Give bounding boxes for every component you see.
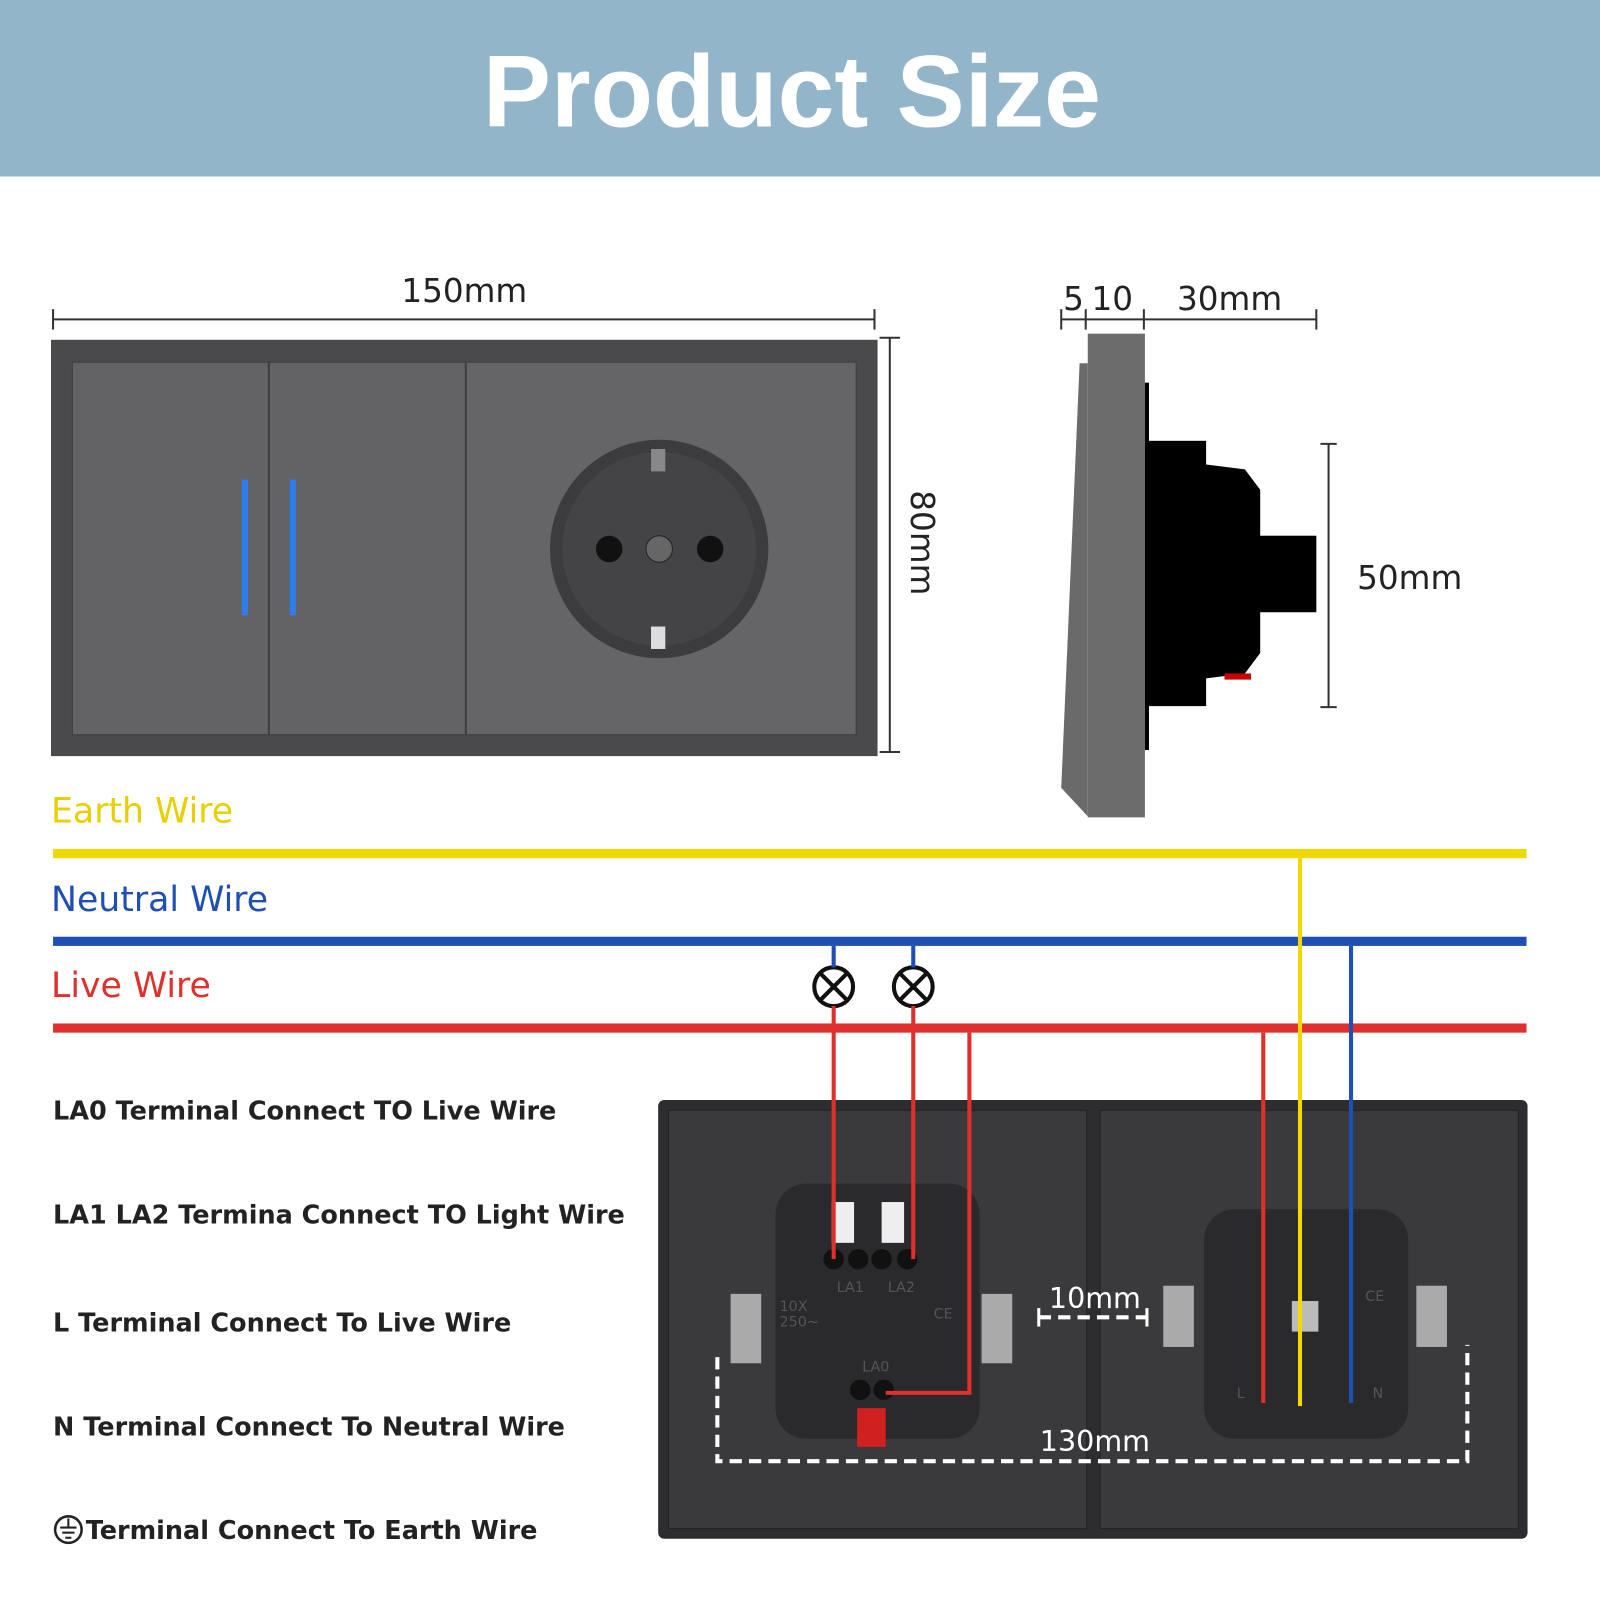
ce-marking: CE (934, 1306, 953, 1322)
n-marking: N (1372, 1386, 1383, 1402)
header-banner (0, 0, 1600, 177)
note-n: N Terminal Connect To Neutral Wire (53, 1413, 565, 1443)
voltage-marking: 250~ (780, 1315, 819, 1331)
note-la1-la2: LA1 LA2 Termina Connect TO Light Wire (53, 1200, 625, 1230)
mount-screw (730, 1293, 762, 1364)
switch-rocker-1 (71, 361, 269, 736)
height-dimension: 80mm (903, 490, 941, 595)
neutral-wire-label: Neutral Wire (51, 880, 268, 920)
span-dimension: 130mm (715, 1344, 1470, 1464)
neutral-wire (53, 936, 1527, 946)
note-earth: Terminal Connect To Earth Wire (86, 1516, 538, 1546)
led-indicator-2 (289, 479, 296, 616)
connection-wires (831, 858, 1354, 1407)
width-dimension: 150mm (401, 272, 527, 310)
earth-wire-label: Earth Wire (51, 791, 233, 831)
switch-rocker-2 (268, 361, 466, 736)
plate-thickness-label: 5 (1063, 280, 1084, 318)
la1-marking: LA1 (837, 1280, 864, 1296)
earth-symbol-icon (53, 1515, 83, 1545)
span-label: 130mm (1040, 1424, 1150, 1458)
lamp-icon (812, 965, 856, 1009)
la0-marking: LA0 (862, 1359, 889, 1375)
l-marking: L (1237, 1386, 1245, 1402)
body-height-label: 50mm (1357, 559, 1462, 597)
earth-terminal (1291, 1301, 1319, 1332)
back-view: LA1 LA2 10X 250~ CE LA0 L N CE (658, 1100, 1528, 1539)
gap-label: 10mm (1049, 1281, 1141, 1315)
mount-screw (1416, 1285, 1447, 1347)
live-wire-label: Live Wire (51, 966, 211, 1006)
led-indicator-1 (241, 479, 248, 616)
note-la0: LA0 Terminal Connect TO Live Wire (53, 1096, 556, 1126)
earth-wire (53, 848, 1527, 859)
frame-thickness-label: 10 (1091, 280, 1133, 318)
depth-label: 30mm (1177, 280, 1282, 318)
la2-marking: LA2 (888, 1280, 915, 1296)
lamp-icon (891, 965, 935, 1009)
rating-marking: 10X (780, 1299, 808, 1315)
mount-screw (981, 1293, 1013, 1364)
page-title: Product Size (483, 35, 1101, 149)
gap-dimension: 10mm (1037, 1281, 1149, 1327)
note-l: L Terminal Connect To Live Wire (53, 1309, 511, 1339)
front-view: 150mm 80mm (51, 272, 941, 757)
live-wire (53, 1023, 1527, 1033)
release-tab (857, 1408, 886, 1447)
socket-ce-marking: CE (1365, 1289, 1384, 1305)
mount-screw (1163, 1285, 1194, 1347)
side-view: 5 10 30mm 50mm (1060, 280, 1462, 818)
